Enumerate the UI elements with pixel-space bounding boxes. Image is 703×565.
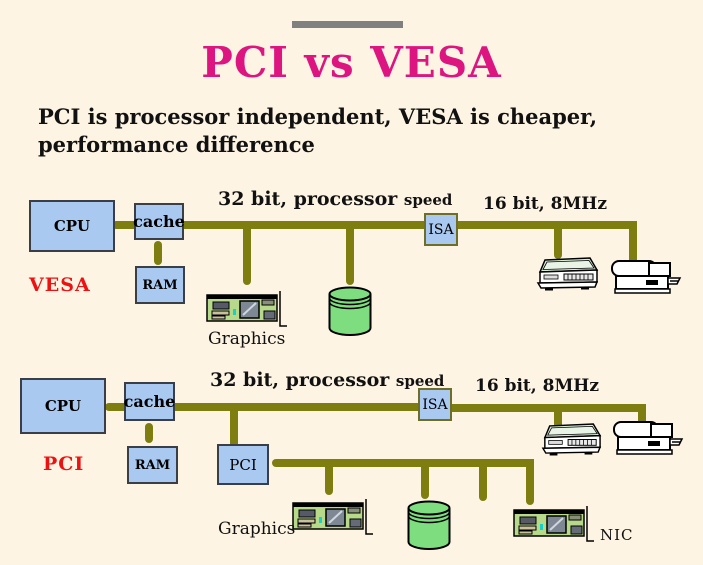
pci-isa-bus-label: 16 bit, 8MHz [475,376,599,396]
vesa-printer-icon [611,260,681,294]
vesa-isa-label: ISA [428,221,454,238]
vesa-main-bus-label: 32 bit, processor speed [218,188,453,210]
vesa-graphics-label: Graphics [208,329,286,349]
vesa-isa-bus-label: 16 bit, 8MHz [483,194,607,214]
pci-isa-bus-corner-drop [638,404,646,426]
pci-bus-drop-spare [479,463,487,501]
pci-ram-label: RAM [134,457,171,473]
vesa-main-bus [112,221,424,229]
pci-bus-drop-disk [421,463,429,499]
subtitle-line-2: performance difference [38,132,315,157]
vesa-cache-label: cache [133,212,185,231]
vesa-graphics-card-icon [206,290,288,327]
subtitle: PCI is processor independent, VESA is ch… [38,103,658,159]
pci-diagram-label: PCI [43,453,85,475]
pci-bus-drop-graphics [325,463,333,495]
pci-main-bus-label: 32 bit, processor speed [210,369,445,391]
pci-graphics-card-icon [292,498,374,535]
pci-printer-icon [613,421,683,455]
pci-bridge-label: PCI [229,455,257,474]
pci-nic-label: NIC [600,526,634,544]
pci-main-bus-label-speed: speed [395,372,445,390]
pci-isa-bus-drop-drive [554,408,562,434]
pci-main-bus [105,403,421,411]
vesa-isa-bus-drop-drive [554,225,562,259]
vesa-cpu-box: CPU [29,200,115,252]
pci-cache-box: cache [124,382,175,421]
pci-disk-drive-icon [542,423,601,456]
accent-bar [292,21,403,28]
vesa-isa-box: ISA [424,213,458,246]
vesa-disk-drive-icon [537,257,598,291]
pci-local-bus [272,459,534,467]
pci-cpu-box: CPU [20,378,106,434]
pci-isa-bus [452,404,646,412]
pci-main-bus-drop-bridge [230,407,238,445]
pci-bus-drop-nic [526,463,534,505]
vesa-disk-cylinder-icon [328,286,372,336]
pci-nic-card-icon [513,505,595,542]
pci-bridge-box: PCI [217,444,269,485]
subtitle-line-1: PCI is processor independent, VESA is ch… [38,104,598,129]
vesa-main-bus-label-speed: speed [403,191,453,209]
pci-ram-box: RAM [127,446,178,484]
vesa-cache-box: cache [133,203,185,240]
vesa-bus-drop-disk [346,225,354,285]
pci-cache-ram-link [145,423,153,443]
vesa-diagram-label: VESA [29,274,91,296]
pci-cache-label: cache [123,392,176,411]
vesa-cpu-label: CPU [53,217,91,235]
vesa-isa-bus [458,221,637,229]
pci-graphics-label: Graphics [218,519,296,539]
vesa-ram-box: RAM [135,266,185,304]
pci-isa-box: ISA [418,388,452,421]
vesa-cache-ram-link [154,241,162,265]
page-title: PCI vs VESA [201,38,502,87]
vesa-ram-label: RAM [142,277,178,293]
pci-isa-label: ISA [422,396,448,413]
pci-disk-cylinder-icon [407,500,451,550]
vesa-bus-drop-graphics [243,225,251,285]
vesa-isa-bus-corner-drop [629,221,637,262]
pci-cpu-label: CPU [44,397,82,415]
